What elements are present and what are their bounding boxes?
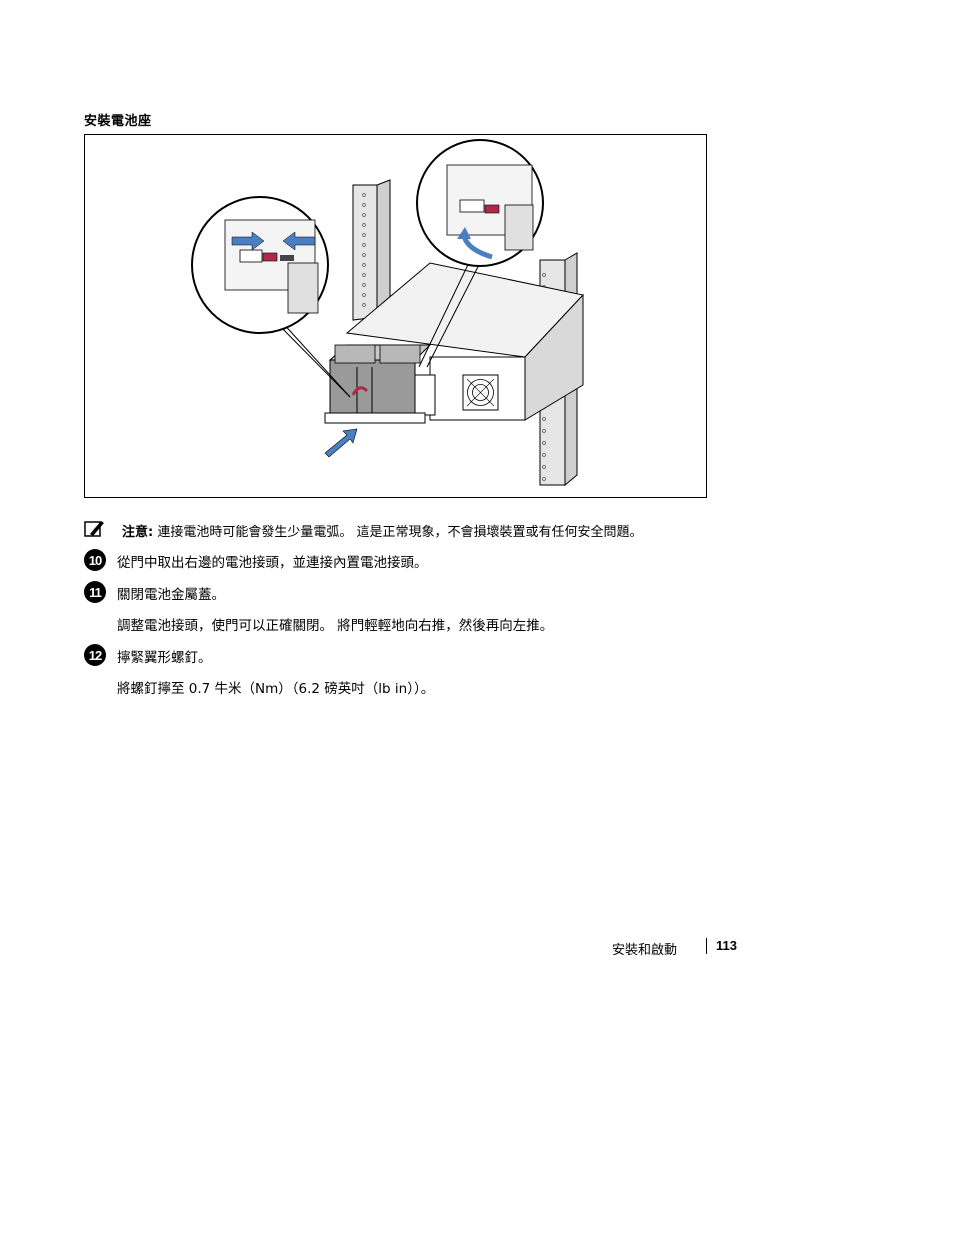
battery-install-figure bbox=[84, 134, 707, 498]
left-rack-rail bbox=[352, 179, 391, 321]
insert-arrow bbox=[324, 428, 358, 458]
footer-section-title: 安裝和啟動 bbox=[612, 943, 678, 958]
ups-chassis bbox=[345, 262, 584, 421]
step-11-detail: 調整電池接頭，使門可以正確關閉。 將門輕輕地向右推，然後再向左推。 bbox=[117, 618, 554, 634]
section-title: 安裝電池座 bbox=[84, 114, 152, 129]
step-number-badge: 10 bbox=[84, 549, 106, 571]
step-12-detail: 將螺釘擰至 0.7 牛米（Nm）（6.2 磅英吋（lb in））。 bbox=[117, 681, 435, 697]
footer-separator bbox=[706, 938, 707, 954]
left-callout bbox=[191, 196, 351, 398]
note-text: 連接電池時可能會發生少量電弧。 這是正常現象，不會損壞裝置或有任何安全問題。 bbox=[157, 525, 643, 540]
step-text: 關閉電池金屬蓋。 bbox=[117, 587, 225, 603]
pencil-note-icon bbox=[84, 521, 104, 537]
right-callout bbox=[416, 139, 544, 368]
step-text: 從門中取出右邊的電池接頭，並連接內置電池接頭。 bbox=[117, 555, 428, 571]
step-number-badge: 12 bbox=[84, 644, 106, 666]
note-label: 注意: bbox=[122, 525, 154, 540]
battery-tray bbox=[324, 344, 436, 424]
page-number: 113 bbox=[716, 938, 737, 953]
step-text: 擰緊翼形螺釘。 bbox=[117, 650, 212, 666]
battery-install-illustration bbox=[191, 139, 584, 487]
step-number-badge: 11 bbox=[84, 581, 106, 603]
